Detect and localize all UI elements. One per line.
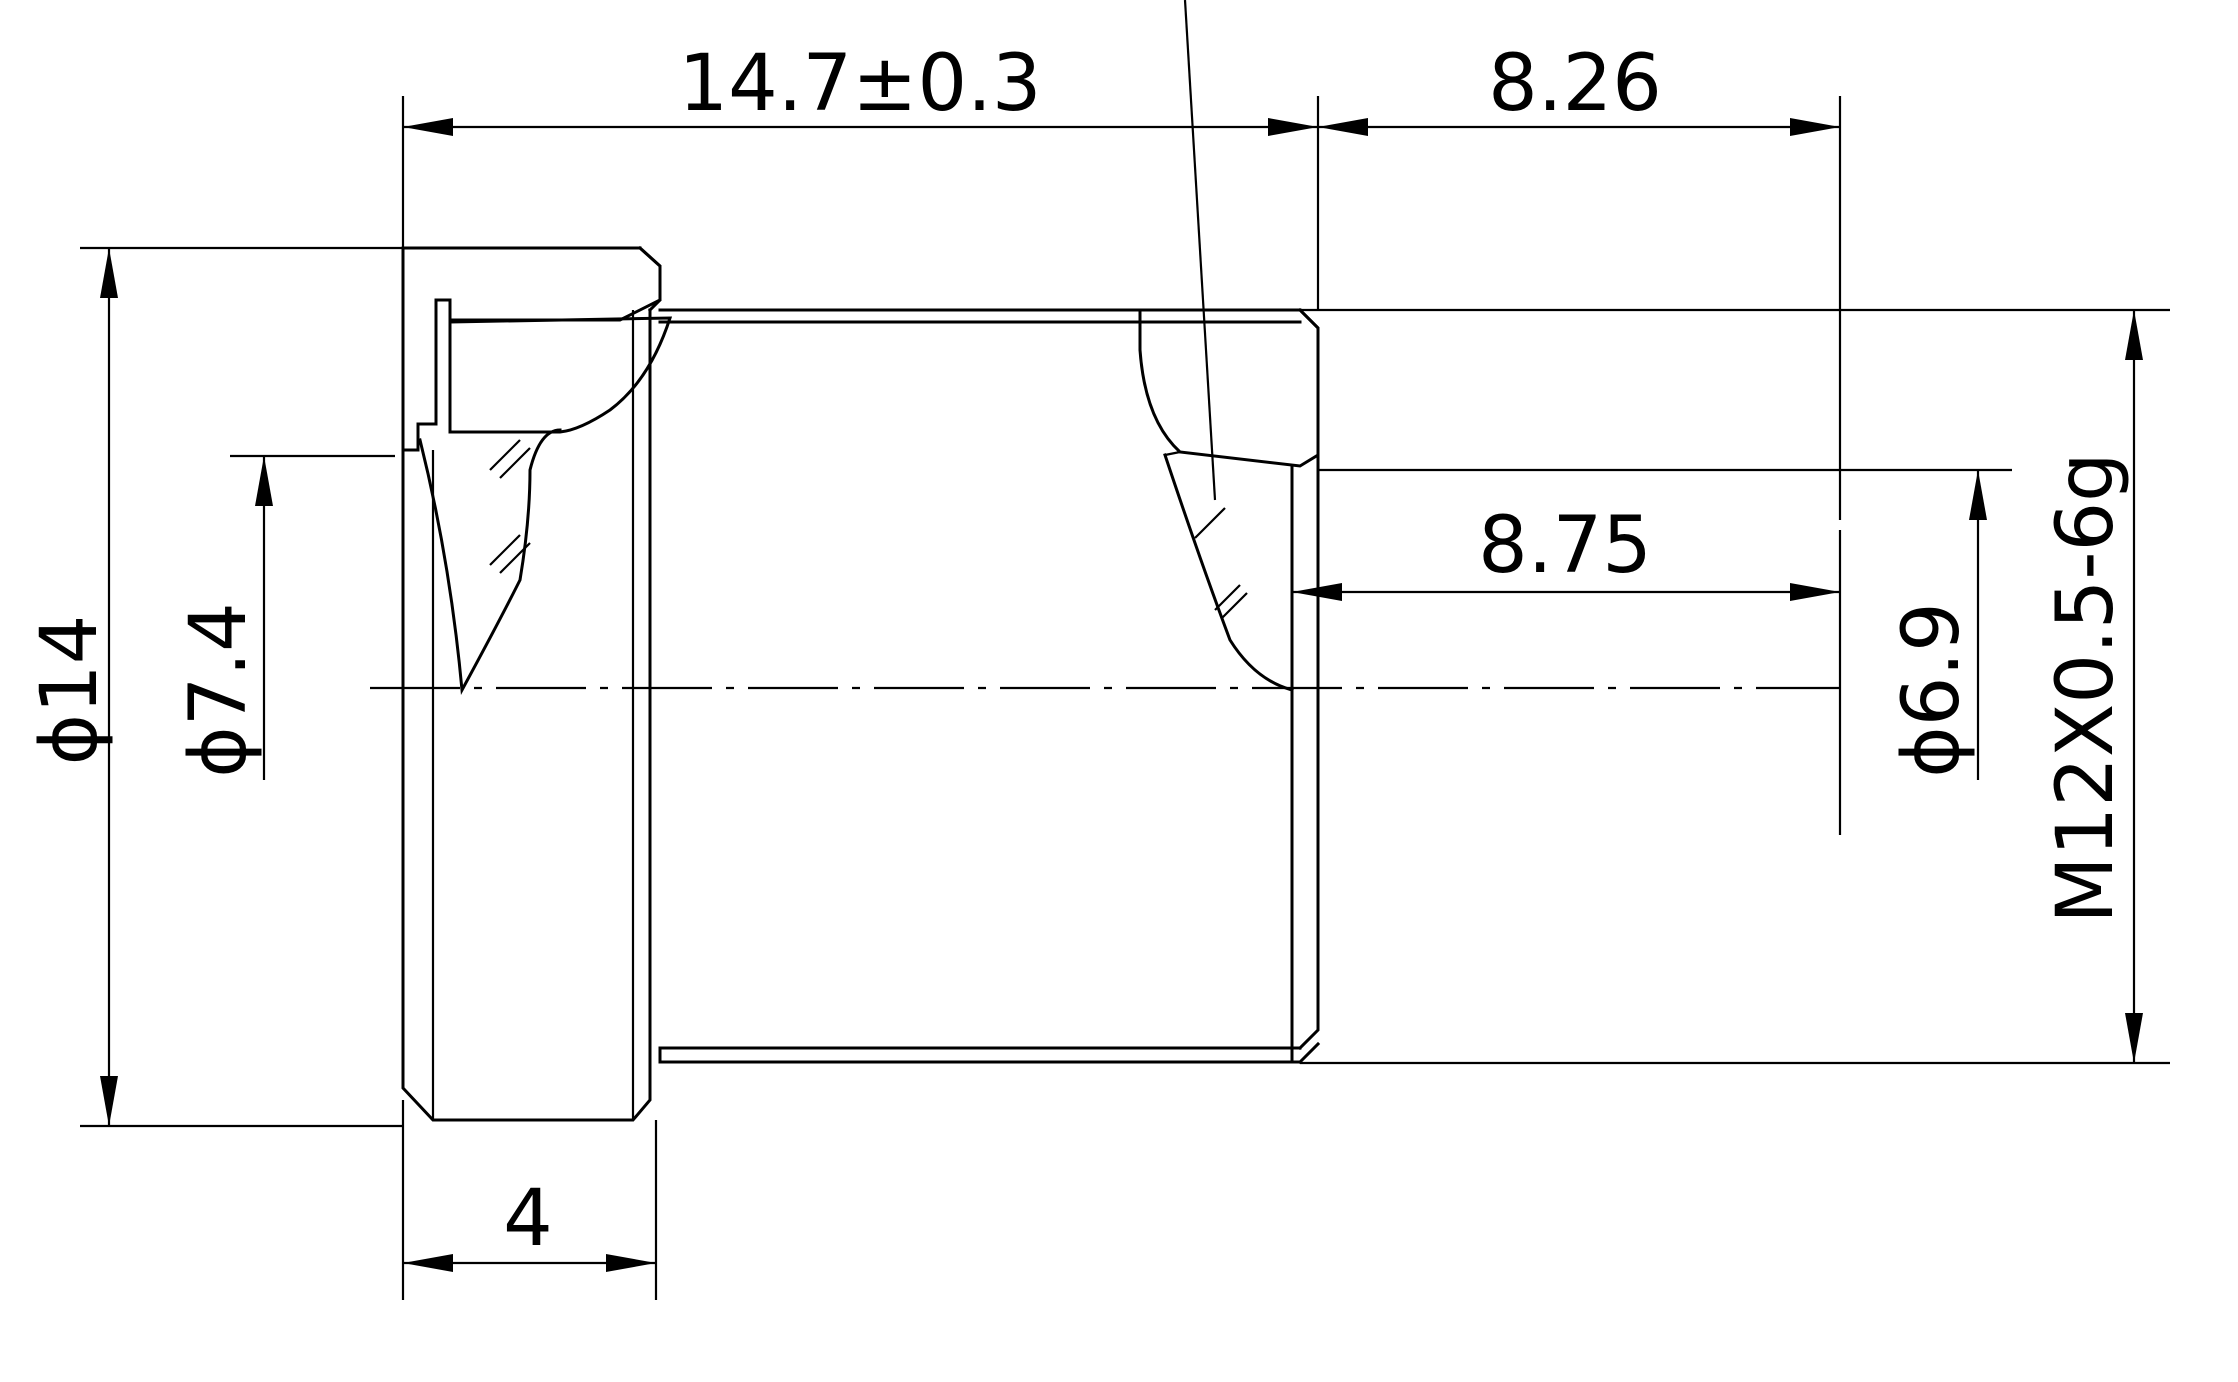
dim-flange-width: 4 (503, 1174, 553, 1264)
dimension-lines (100, 118, 2143, 1272)
lens-elements (418, 0, 1294, 696)
dim-overall-length: 14.7±0.3 (678, 39, 1041, 129)
dim-outer-diameter: ϕ14 (25, 615, 115, 766)
section-hatching (401, 246, 1320, 468)
part-outline (401, 245, 1321, 1122)
dim-inner-depth: 8.75 (1478, 501, 1652, 591)
dim-thread-spec: M12X0.5-6g (2041, 452, 2131, 923)
extension-lines (80, 96, 2170, 1300)
dim-thread-length: 8.26 (1488, 39, 1662, 129)
dim-lens-diameter: ϕ6.9 (1887, 602, 1977, 778)
dim-bore-diameter: ϕ7.4 (174, 602, 264, 778)
